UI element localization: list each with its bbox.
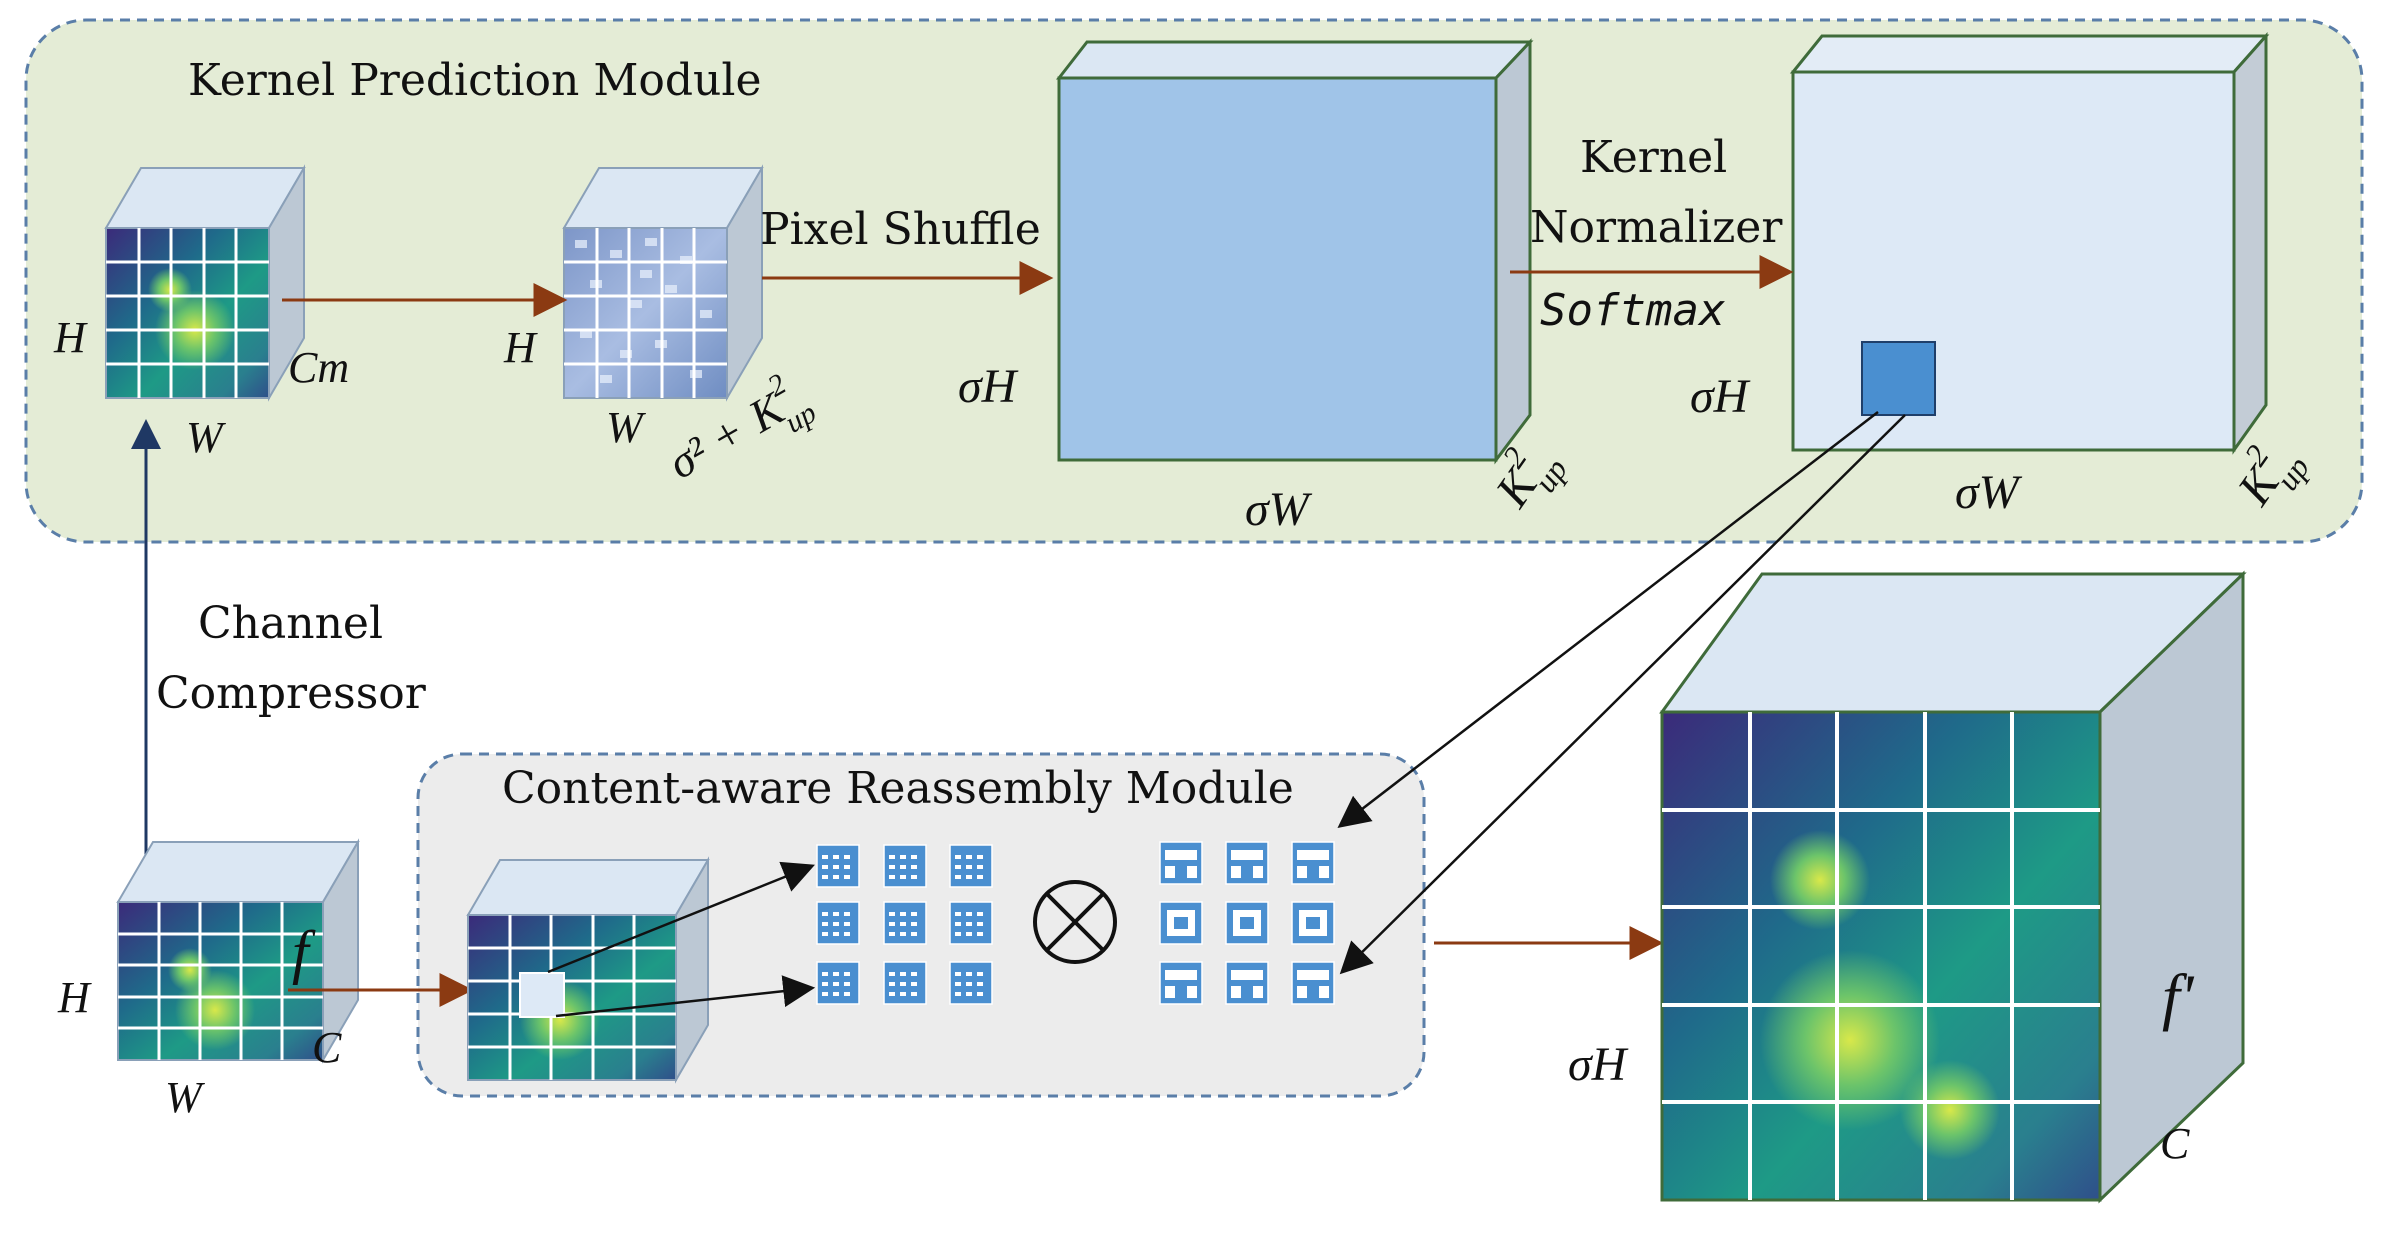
predicted-kernel-square [1861,341,1936,416]
output-feature-cube [1659,570,2247,1204]
reassembly-feature-cube [466,856,710,1084]
kernel-to-grid-lower-arrow [1339,414,1906,975]
softmax-label: Softmax [1540,285,1725,336]
kernel-normalizer-label-line2: Normalizer [1530,202,1783,253]
cube1-width-label: W [186,413,226,462]
cube1-height-label: H [53,313,88,362]
cube1-channel-label: Cm [288,343,349,392]
content-aware-reassembly-module-title: Content-aware Reassembly Module [502,763,1294,814]
neighborhood-patch-grid [816,844,993,1005]
shuffled-kernel-cube [1055,38,1534,465]
output-feature-channel-label: C [2160,1119,2190,1168]
kernel-normalizer-label-line1: Kernel [1580,132,1727,183]
cube4-height-label: σH [1690,370,1751,423]
cube4-width-label: σW [1955,466,2023,519]
reassembly-neighborhood-square [519,972,565,1018]
kernel-patch-grid [1159,841,1335,1005]
input-feature-channel-label: C [312,1023,342,1072]
kernel-prediction-cube [562,164,764,402]
multiply-operator [1033,880,1117,964]
cube2-height-label: H [503,323,538,372]
kernel-to-grid-upper-arrow [1337,411,1879,828]
compressed-feature-cube [104,164,306,402]
output-feature-height-label: σH [1568,1038,1629,1091]
cube2-width-label: W [606,403,646,452]
channel-compressor-label-line1: Channel [198,598,383,649]
pixel-shuffle-label: Pixel Shuffle [760,204,1041,255]
neighborhood-to-upper-grid-arrow [547,861,815,974]
channel-compressor-label-line2: Compressor [156,668,427,719]
neighborhood-to-lower-grid-arrow [555,975,816,1018]
output-feature-symbol: f' [2162,961,2195,1032]
input-feature-height-label: H [57,973,92,1022]
cube3-width-label: σW [1245,483,1313,536]
cube3-height-label: σH [958,360,1019,413]
input-feature-width-label: W [165,1073,205,1122]
normalized-kernel-cube [1789,32,2270,455]
kernel-prediction-module-title: Kernel Prediction Module [188,55,761,106]
input-feature-cube [116,838,360,1064]
